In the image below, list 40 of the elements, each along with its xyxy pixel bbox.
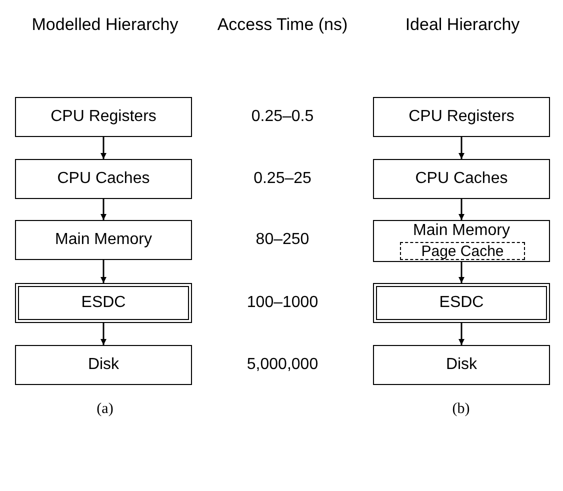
column-heading: Modelled Hierarchy <box>30 15 180 34</box>
node-label: CPU Registers <box>50 108 156 126</box>
column-heading: Ideal Hierarchy <box>404 15 521 34</box>
node-label: CPU Caches <box>57 170 150 188</box>
figure-caption: (a) <box>96 400 114 419</box>
column-heading: Access Time (ns) <box>216 15 349 34</box>
access-time: 100–1000 <box>246 293 320 312</box>
node-label: ESDC <box>439 294 484 312</box>
arrow <box>100 260 106 283</box>
arrow <box>458 199 464 220</box>
node-label: CPU Registers <box>408 108 514 126</box>
node-label: Disk <box>446 356 478 374</box>
arrow <box>458 262 464 283</box>
arrow <box>458 323 464 345</box>
arrow <box>458 137 464 159</box>
memory-level-box <box>373 97 550 137</box>
memory-level-box <box>15 283 192 323</box>
dashed-box <box>400 242 525 260</box>
node-label: Main Memory <box>413 222 510 240</box>
arrow <box>100 199 106 220</box>
access-time: 0.25–25 <box>252 169 312 188</box>
access-time: 5,000,000 <box>246 355 320 374</box>
memory-level-box <box>15 345 192 385</box>
node-label: Page Cache <box>421 242 504 260</box>
node-label: ESDC <box>81 294 126 312</box>
figure-caption: (b) <box>451 400 471 419</box>
node-label: CPU Caches <box>415 170 508 188</box>
memory-level-box <box>373 283 550 323</box>
access-time: 0.25–0.5 <box>250 107 315 126</box>
memory-level-box <box>373 345 550 385</box>
memory-level-box <box>15 159 192 199</box>
memory-level-box <box>373 159 550 199</box>
access-time: 80–250 <box>254 230 310 249</box>
node-label: Disk <box>88 356 120 374</box>
node-label: Main Memory <box>55 231 152 249</box>
memory-level-box <box>15 220 192 260</box>
arrow <box>100 323 106 345</box>
memory-level-box <box>373 220 550 262</box>
arrow <box>100 137 106 159</box>
memory-level-box <box>15 97 192 137</box>
